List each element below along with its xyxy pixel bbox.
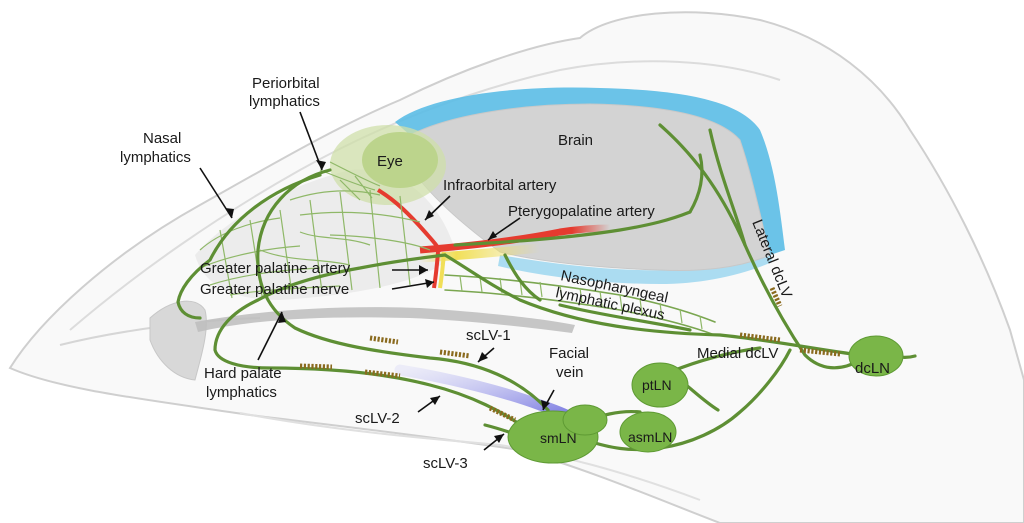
dcln-node [848, 335, 904, 377]
label-eye: Eye [377, 153, 403, 170]
label-facial-vein-1: Facial [549, 345, 589, 362]
pointer-heads [225, 160, 550, 443]
csf-lower [498, 250, 772, 284]
eye [362, 132, 438, 188]
label-greater-palatine-artery: Greater palatine artery [200, 260, 351, 277]
ptln-node [631, 362, 689, 408]
label-sclv3: scLV-3 [423, 455, 468, 472]
jaw-line [239, 412, 701, 501]
label-smln: smLN [540, 430, 577, 446]
label-nasal-2: lymphatics [120, 149, 191, 166]
label-greater-palatine-nerve: Greater palatine nerve [200, 281, 349, 298]
label-facial-vein-2: vein [556, 364, 584, 381]
label-brain: Brain [558, 132, 593, 149]
csf-border [395, 87, 785, 255]
nasal-lymphatic-plexus [199, 161, 431, 299]
label-asmln: asmLN [628, 429, 672, 445]
label-periorbital-1: Periorbital [252, 75, 320, 92]
label-dcln: dcLN [855, 360, 890, 377]
label-hard-palate-1: Hard palate [204, 365, 282, 382]
label-infraorbital-artery: Infraorbital artery [443, 177, 557, 194]
pterygopalatine-artery [419, 224, 611, 254]
label-pterygopalatine-artery: Pterygopalatine artery [508, 203, 655, 220]
hard-palate [195, 307, 575, 333]
smln-node-2 [562, 404, 608, 436]
lymphatic-valves [299, 286, 841, 423]
lymphatic-vessels [176, 123, 917, 452]
label-periorbital-2: lymphatics [249, 93, 320, 110]
label-sclv2: scLV-2 [355, 410, 400, 427]
asmln-node [619, 411, 677, 453]
brain [404, 103, 771, 271]
label-hard-palate-2: lymphatics [206, 384, 277, 401]
label-medial-dclv: Medial dcLV [697, 345, 778, 362]
nasopharyngeal-lymphatic-plexus [444, 274, 716, 335]
snout-tip [149, 300, 207, 381]
label-sclv1: scLV-1 [466, 327, 511, 344]
label-ptln: ptLN [642, 377, 672, 393]
label-nasal-1: Nasal [143, 130, 181, 147]
